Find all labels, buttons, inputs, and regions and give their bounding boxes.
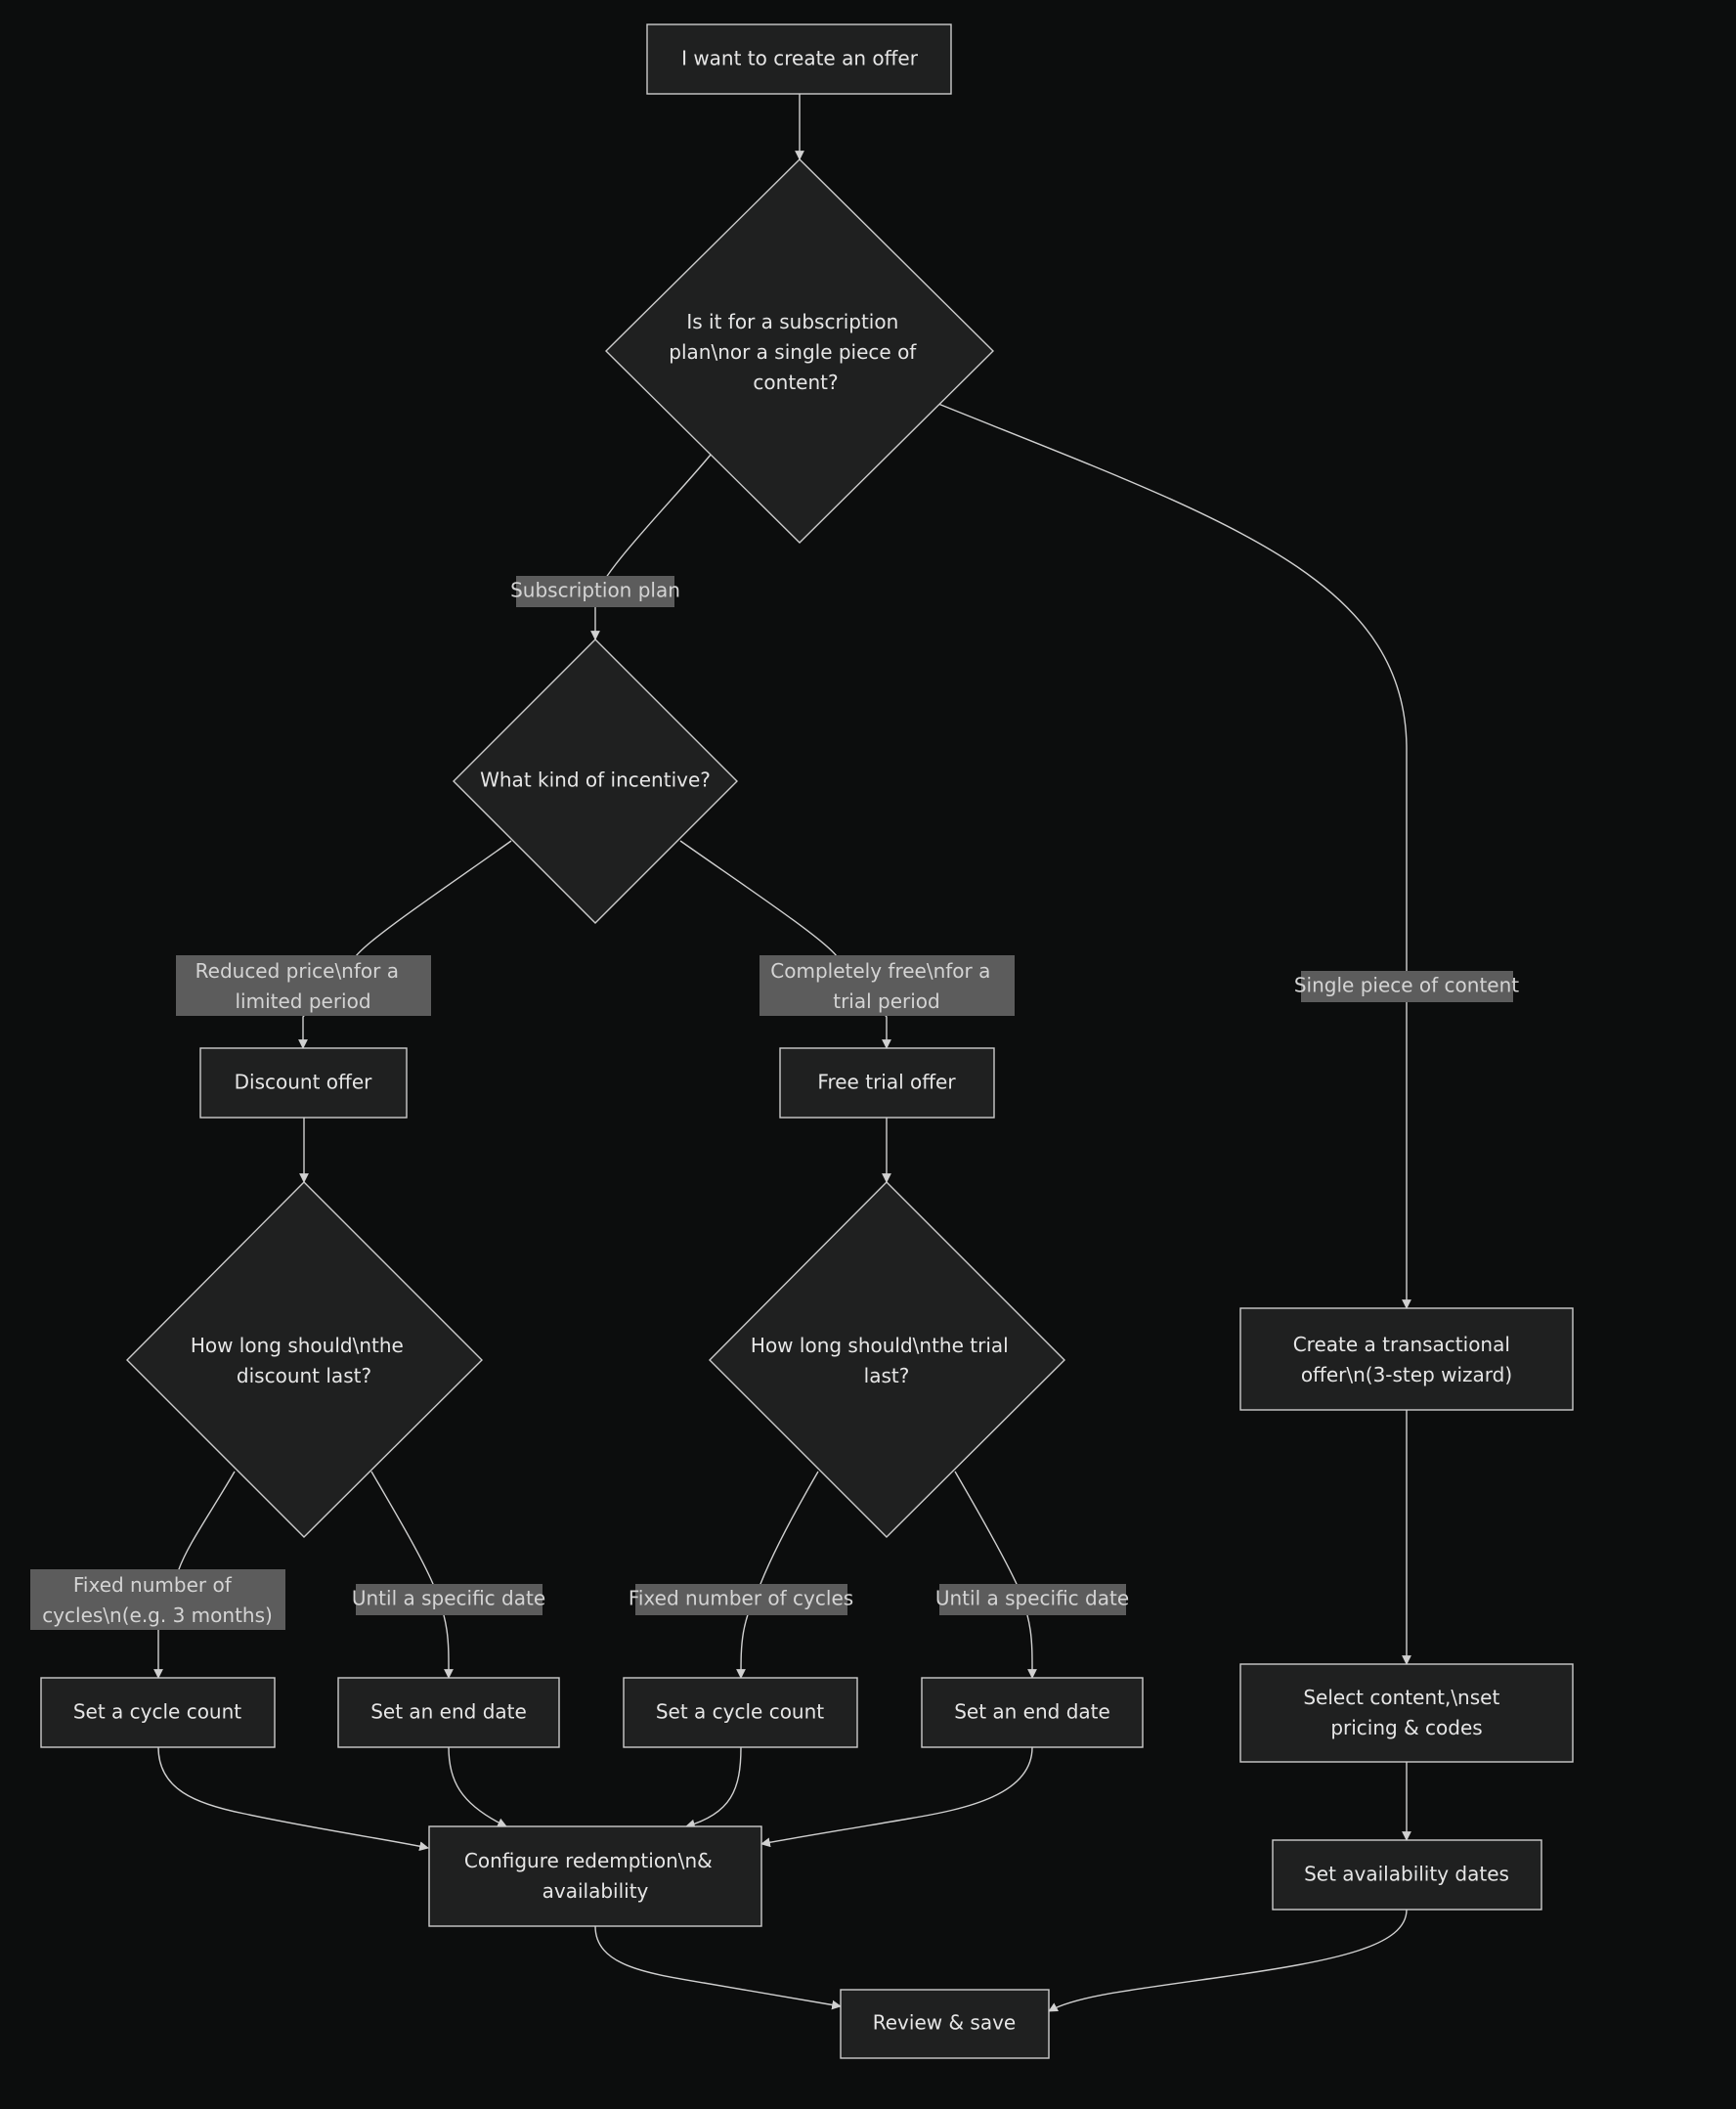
edge-type-to-incentive <box>590 454 712 640</box>
transactional-offer-node: Create a transactional offer\n(3-step wi… <box>1239 1307 1574 1411</box>
edge-label-until-date-trial-text: Until a specific date <box>935 1587 1129 1610</box>
configure-redemption-line: Configure redemption\n& <box>464 1849 713 1872</box>
edge-configure-to-review <box>594 1925 842 2010</box>
configure-redemption-line: availability <box>542 1879 649 1903</box>
set-end-date-trial-label: Set an end date <box>954 1700 1110 1724</box>
edge-label-completely-free-line: trial period <box>833 989 940 1013</box>
edge-availability-to-review <box>1048 1909 1408 2012</box>
select-content-node: Select content,\nset pricing & codes <box>1239 1663 1574 1763</box>
decision-offer-type-line: content? <box>753 371 838 394</box>
edge-label-until-date-discount-text: Until a specific date <box>352 1587 545 1610</box>
decision-incentive-label: What kind of incentive? <box>480 769 711 792</box>
edge-label-completely-free-line: Completely free\nfor a <box>770 959 990 983</box>
edge-label-reduced-price-line: Reduced price\nfor a <box>195 959 399 983</box>
edge-trial-end-date-to-configure <box>760 1746 1033 1848</box>
edge-label-fixed-cycles-trial: Fixed number of cycles <box>629 1584 853 1615</box>
review-save-label: Review & save <box>873 2011 1016 2035</box>
edge-label-fixed-cycles-discount-line: cycles\n(e.g. 3 months) <box>42 1604 273 1627</box>
edge-label-fixed-cycles-trial-text: Fixed number of cycles <box>629 1587 853 1610</box>
edge-trial-cycles-to-configure <box>685 1746 742 1829</box>
decision-trial-length-line: last? <box>864 1364 910 1387</box>
edge-label-until-date-trial: Until a specific date <box>935 1584 1129 1615</box>
transactional-offer-line: offer\n(3-step wizard) <box>1301 1363 1512 1386</box>
edge-label-reduced-price: Reduced price\nfor a limited period <box>176 955 431 1016</box>
edge-discount-length-to-end-date <box>370 1471 454 1679</box>
start-node: I want to create an offer <box>646 23 952 95</box>
edge-labels: Subscription plan Single piece of conten… <box>30 576 1519 1630</box>
decision-discount-length-line: How long should\nthe <box>191 1334 404 1357</box>
transactional-offer-label: Create a transactional offer\n(3-step wi… <box>1293 1333 1517 1386</box>
decision-offer-type-line: Is it for a subscription <box>686 310 898 333</box>
edge-label-subscription-plan: Subscription plan <box>510 576 680 607</box>
edge-label-fixed-cycles-discount-text: Fixed number of cycles\n(e.g. 3 months) <box>42 1573 273 1627</box>
edge-end-date-to-configure <box>448 1746 507 1827</box>
edge-incentive-to-discount <box>298 840 512 1049</box>
edge-label-completely-free-text: Completely free\nfor a trial period <box>770 959 996 1013</box>
set-end-date-discount-label: Set an end date <box>370 1700 527 1724</box>
decision-discount-length: How long should\nthe discount last? <box>126 1181 483 1538</box>
edge-label-until-date-discount: Until a specific date <box>352 1584 545 1615</box>
select-content-label: Select content,\nset pricing & codes <box>1303 1686 1505 1739</box>
edge-label-fixed-cycles-discount: Fixed number of cycles\n(e.g. 3 months) <box>30 1569 285 1630</box>
edge-cycles-to-configure <box>157 1746 429 1851</box>
edge-label-reduced-price-text: Reduced price\nfor a limited period <box>195 959 406 1013</box>
decision-incentive: What kind of incentive? <box>453 638 738 924</box>
edge-label-fixed-cycles-discount-line: Fixed number of <box>73 1573 233 1597</box>
edge-label-reduced-price-line: limited period <box>235 989 370 1013</box>
set-cycle-count-discount-node: Set a cycle count <box>40 1677 276 1748</box>
edge-label-single-piece: Single piece of content <box>1294 971 1519 1002</box>
set-availability-node: Set availability dates <box>1272 1839 1542 1911</box>
set-availability-label: Set availability dates <box>1304 1863 1509 1886</box>
discount-offer-node: Discount offer <box>199 1047 408 1119</box>
select-content-line: Select content,\nset <box>1303 1686 1499 1709</box>
edge-trial-length-to-cycles <box>736 1471 819 1679</box>
edge-label-completely-free: Completely free\nfor a trial period <box>760 955 1015 1016</box>
start-node-label: I want to create an offer <box>681 47 919 70</box>
edge-type-to-transactional <box>937 403 1411 1309</box>
select-content-line: pricing & codes <box>1330 1716 1482 1739</box>
free-trial-offer-label: Free trial offer <box>817 1071 956 1094</box>
set-cycle-count-discount-label: Set a cycle count <box>73 1700 241 1724</box>
decision-trial-length: How long should\nthe trial last? <box>709 1181 1065 1538</box>
decision-offer-type-line: plan\nor a single piece of <box>669 340 917 364</box>
set-end-date-trial-node: Set an end date <box>921 1677 1144 1748</box>
configure-redemption-node: Configure redemption\n& availability <box>428 1825 762 1927</box>
set-cycle-count-trial-node: Set a cycle count <box>623 1677 858 1748</box>
decision-discount-length-label: How long should\nthe discount last? <box>191 1334 410 1387</box>
edge-discount-length-to-cycles <box>153 1471 236 1679</box>
free-trial-offer-node: Free trial offer <box>779 1047 995 1119</box>
decision-offer-type-label: Is it for a subscription plan\nor a sing… <box>669 310 922 394</box>
edge-incentive-to-free-trial <box>679 840 891 1049</box>
configure-redemption-label: Configure redemption\n& availability <box>464 1849 718 1903</box>
decision-offer-type: Is it for a subscription plan\nor a sing… <box>605 158 994 544</box>
decision-discount-length-line: discount last? <box>237 1364 371 1387</box>
decision-trial-length-line: How long should\nthe trial <box>751 1334 1009 1357</box>
decision-trial-length-label: How long should\nthe trial last? <box>751 1334 1015 1387</box>
review-save-node: Review & save <box>840 1989 1050 2059</box>
discount-offer-label: Discount offer <box>235 1071 372 1094</box>
set-cycle-count-trial-label: Set a cycle count <box>656 1700 824 1724</box>
edge-label-subscription-plan-text: Subscription plan <box>510 579 680 602</box>
transactional-offer-line: Create a transactional <box>1293 1333 1510 1356</box>
edge-label-single-piece-text: Single piece of content <box>1294 974 1519 997</box>
nodes: I want to create an offer Is it for a su… <box>40 23 1574 2059</box>
edge-trial-length-to-end-date <box>954 1471 1037 1679</box>
edges <box>153 94 1411 2012</box>
set-end-date-discount-node: Set an end date <box>337 1677 560 1748</box>
